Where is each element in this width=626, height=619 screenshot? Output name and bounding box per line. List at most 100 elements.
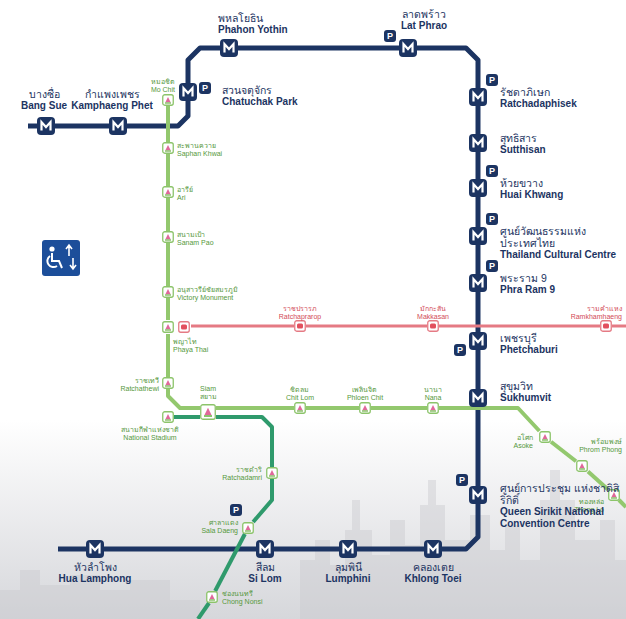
wheelchair-icon [42,240,80,276]
station-name: Mo Chit [151,86,175,94]
rail-line [55,124,109,129]
station-label: ราชเทวีRatchathewi [120,377,159,393]
station: Siamสยาม [200,404,216,420]
bts-logo [362,405,367,410]
mrt-icon [256,540,274,558]
station-name: Asoke [514,442,533,450]
station-icon [469,179,487,197]
station: หมอชิตMo Chit [162,94,174,106]
station-name: พระราม 9 [500,272,555,284]
bts-logo [579,468,585,469]
parking-sign: P [486,165,498,177]
station: ศูนย์วัฒนธรรมแห่งประเทศไทยThailand Cultu… [469,227,487,245]
station-icon [256,540,274,558]
bts-logo [204,408,211,415]
mrt-logo [474,491,483,500]
bts-logo [269,470,274,475]
station: พร้อมพงษ์Phrom Phong [576,460,588,472]
parking-sign: P [456,474,468,486]
rail-line [174,415,200,419]
parking-sign: P [486,213,498,225]
station-name: Ratchadamri [222,474,262,482]
bts-icon [163,412,174,423]
station-name: คลองเตย [404,561,461,573]
bts-icon [243,523,254,534]
rail-line [191,325,294,328]
mrt-icon [469,389,487,407]
station-name: ทองหล่อ [574,498,604,506]
station-icon [469,134,487,152]
bts-logo [165,294,171,295]
station: หัวลำโพงHua Lamphong [86,540,104,558]
mrt-icon [399,39,417,57]
mrt-icon [469,134,487,152]
station: สุทธิสารSutthisan [469,134,487,152]
rail-line [476,152,481,179]
station: กำแพงเพชรKamphaeng Phet [109,117,127,135]
station-icon [576,460,588,472]
mrt-logo [91,545,100,554]
rail-line [166,334,170,377]
station-name: สุทธิสาร [500,132,546,144]
station-name: สะพานควาย [177,142,222,150]
rail-line [166,243,170,286]
bts-logo [165,380,170,385]
station: สนามกีฬาแห่งชาติNational Stadium [162,411,174,423]
station-name: Makkasan [417,313,449,321]
mrt-icon [86,540,104,558]
bts-logo [165,329,171,330]
station-name: อนุสาวรีย์ชัยสมรภูมิ [177,286,238,294]
station: สีลมSi Lom [256,540,274,558]
station-name: กำแพงเพชร [71,88,153,100]
bts-icon [428,403,439,414]
station-label: ช่องนนทรีChong Nonsi [222,590,262,606]
station: ชิดลมChit Lom [294,402,306,414]
station-label: คลองเตยKhlong Toei [404,561,461,585]
skyline-buildings [300,470,626,619]
bts-logo [209,594,214,599]
station-icon [294,320,306,332]
station-label: มักกะสันMakkasan [417,305,449,321]
station-icon [162,94,174,106]
station-label: ราชปรารภRatchaprarop [279,305,321,321]
bts-logo [430,405,435,410]
parking-sign: P [486,260,498,272]
line-tail [198,603,209,619]
rail-line [439,325,600,328]
station-name: Phahon Yothin [218,24,288,36]
bts-logo [542,439,548,440]
station-icon [399,39,417,57]
rail-line [168,389,200,408]
station-label: เพลินจิตPhloen Chit [347,386,383,402]
station-name: สนามเป้า [177,231,214,239]
rail-line [476,245,481,274]
mrt-logo [429,545,438,554]
station-name: Nana [424,394,442,402]
line-tail [58,547,87,552]
station-name: Sukhumvit [500,392,551,404]
station-icon [539,431,551,443]
station-icon [220,39,238,57]
rail-line [357,547,424,552]
station-label: รามคำแหงRamkhamhaeng [571,305,622,321]
mrt-logo [404,44,413,53]
station-icon [161,320,191,334]
bts-logo [165,234,170,239]
rail-line [476,106,481,134]
rail-line [216,417,272,467]
bts-icon [163,95,174,106]
station-icon [427,320,439,332]
mrt-logo [474,93,483,102]
rail-line [166,298,170,320]
rail-line [166,106,170,142]
station: อนุสาวรีย์ชัยสมรภูมิVictory Monument [162,286,174,298]
parking-sign: P [199,82,211,94]
station-name: สุขุมวิท [500,380,551,392]
bts-logo [165,239,171,240]
station-name: Phaya Thai [173,346,208,354]
bts-icon [163,187,174,198]
bts-logo [579,463,584,468]
bts-logo [165,189,170,194]
station-icon [109,117,127,135]
station-label: ศูนย์การประชุม แห่งชาติสิริกิติ์Queen Si… [500,482,622,529]
